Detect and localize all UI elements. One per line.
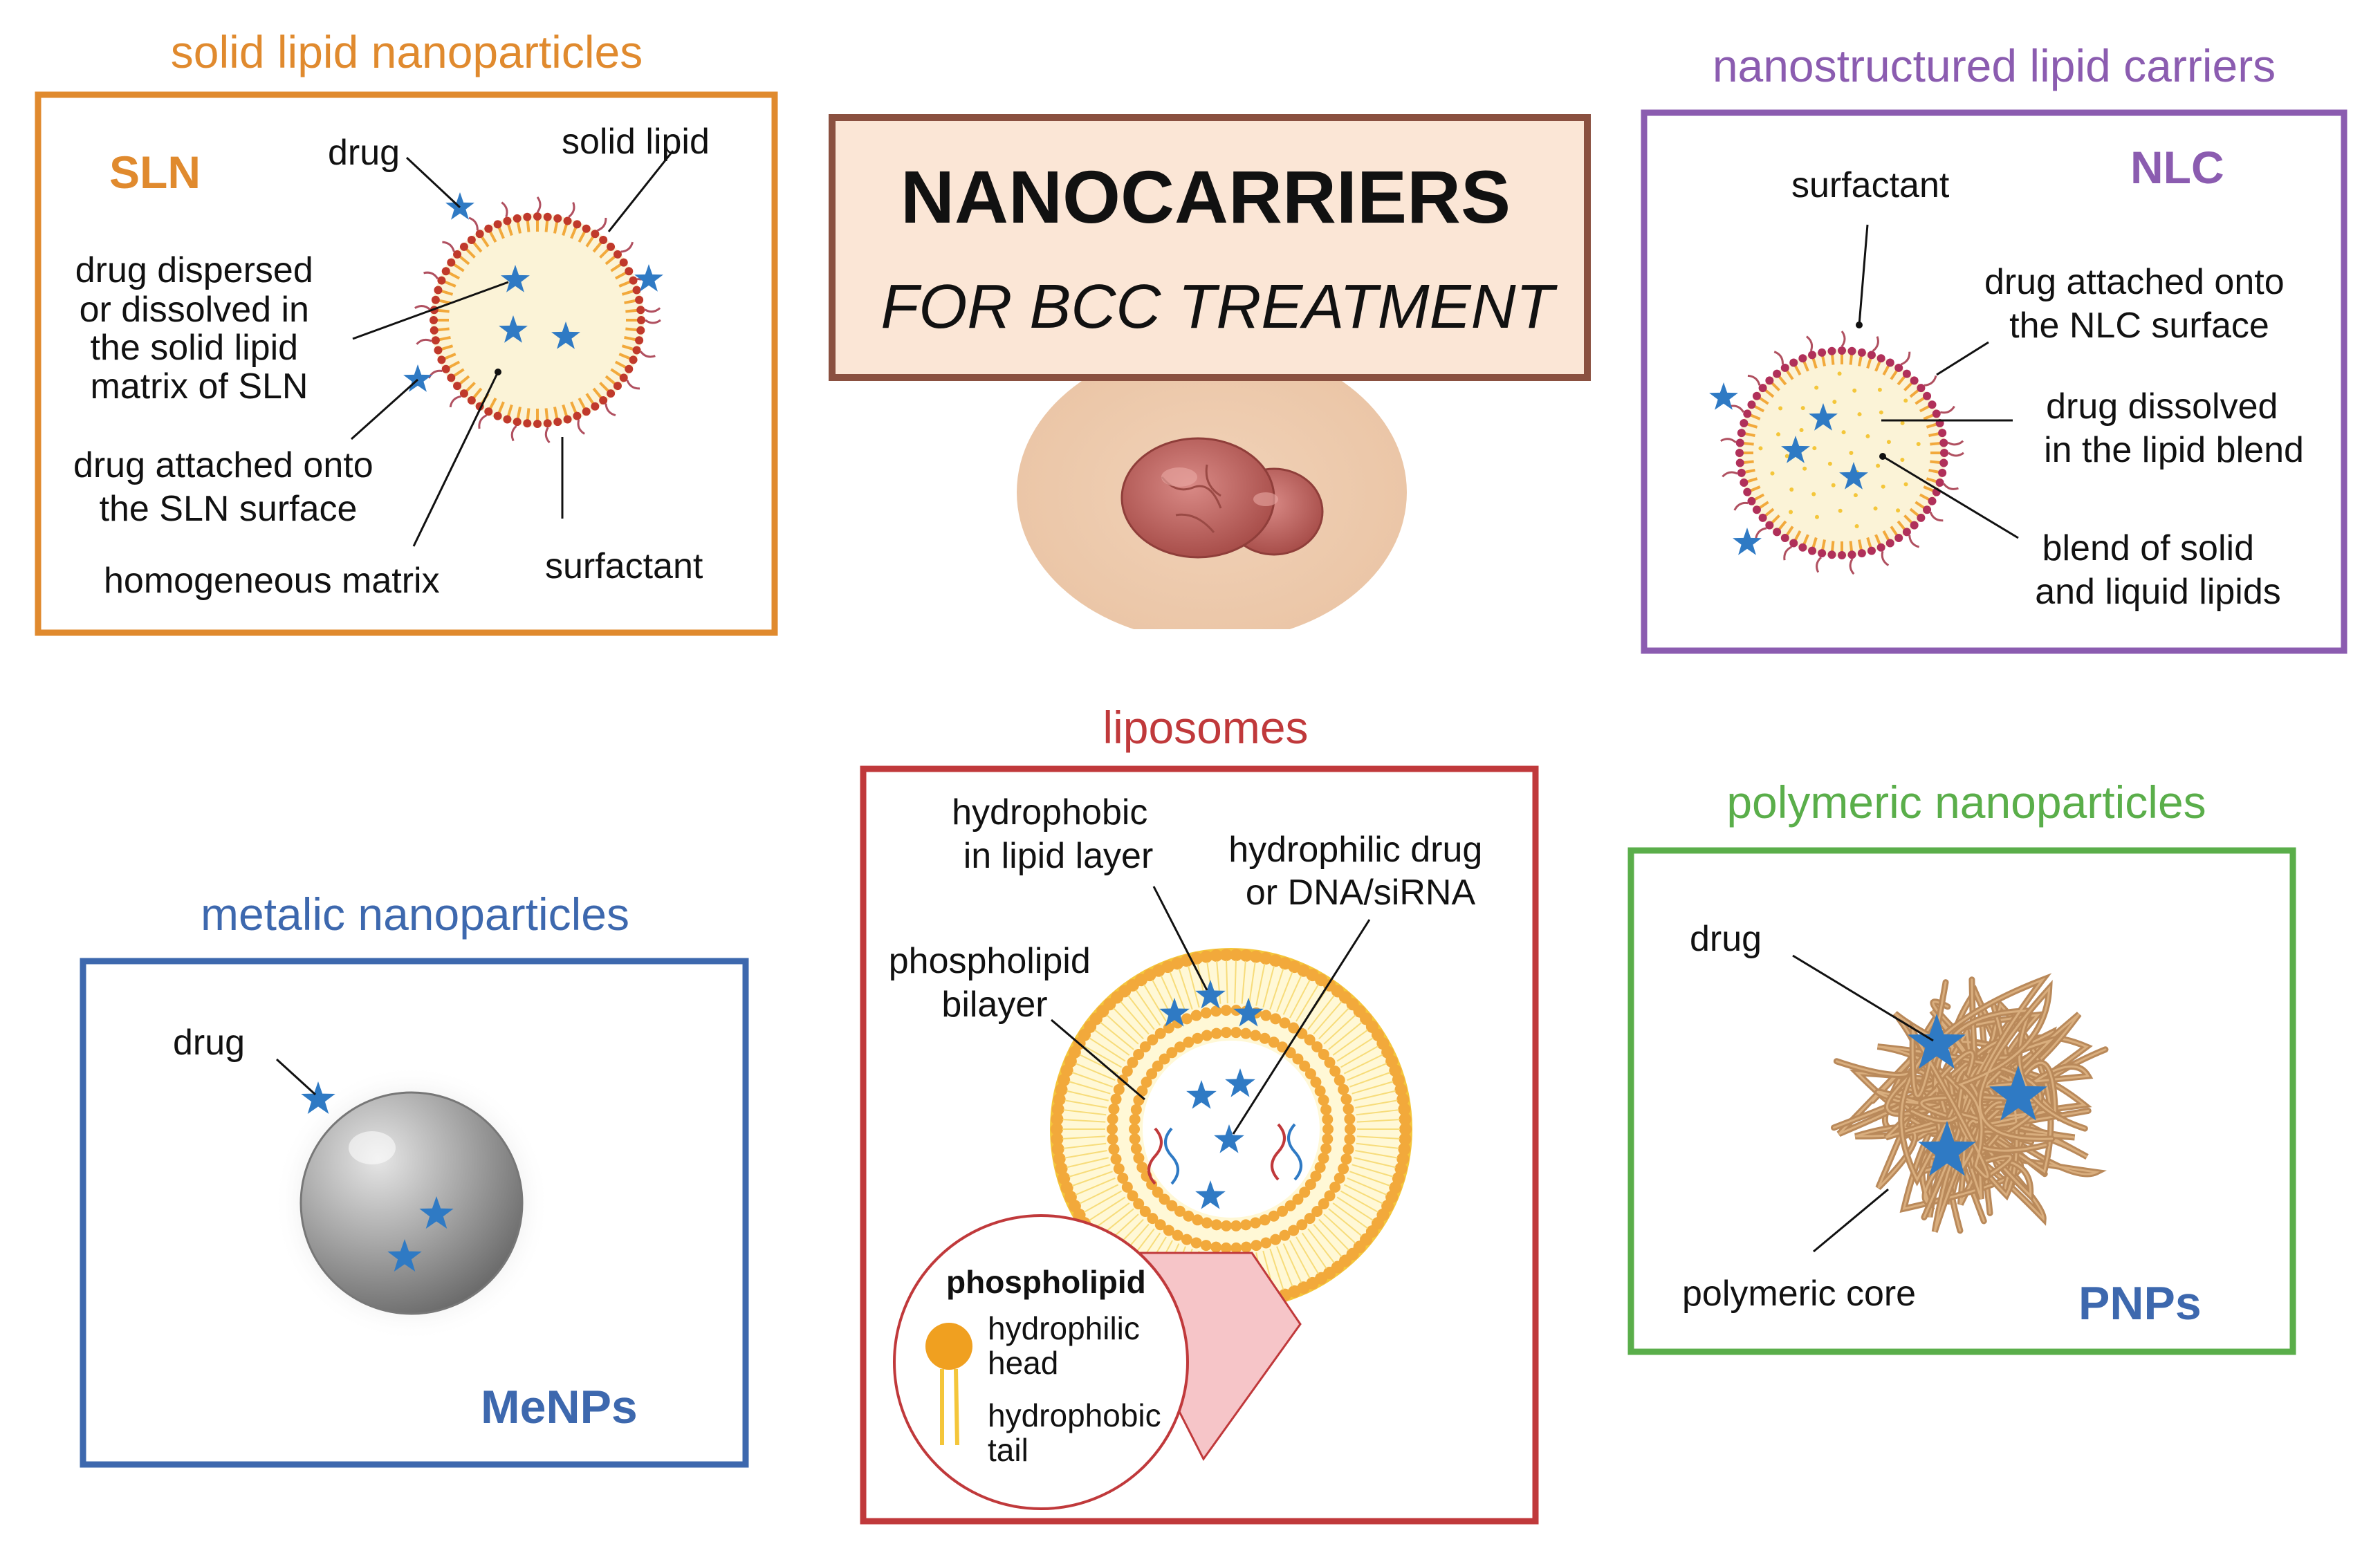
nlc-blend-label: blend of solid and liquid lipids xyxy=(2035,528,2281,612)
sln-drug-label: drug xyxy=(328,133,400,173)
title-box xyxy=(829,114,1591,381)
metal-panel: metalic nanoparticles drug MeNPs xyxy=(80,889,749,1468)
title-main: NANOCARRIERS xyxy=(901,155,1511,239)
polymer-coil xyxy=(1830,973,2109,1234)
poly-drug-label: drug xyxy=(1690,919,1762,959)
metal-box xyxy=(80,958,749,1468)
phospholipid-head-icon xyxy=(925,1323,972,1370)
sln-attached-label: drug attached onto the SLN surface xyxy=(73,445,383,529)
lipo-heading: liposomes xyxy=(1103,702,1308,753)
metal-heading: metalic nanoparticles xyxy=(201,889,629,940)
nlc-membrane xyxy=(1720,331,1964,575)
sln-dispersed-label: drug dispersed or dissolved in the solid… xyxy=(75,250,323,407)
metal-sphere xyxy=(299,1091,524,1315)
dna-helix-right xyxy=(1271,1123,1302,1181)
nlc-surfactant-label: surfactant xyxy=(1791,165,1950,205)
lipo-hydrophilic-label: hydrophilic drug or DNA/siRNA xyxy=(1228,830,1493,913)
sln-leader-lines xyxy=(350,150,674,547)
sln-particle xyxy=(403,192,663,444)
nlc-heading: nanostructured lipid carriers xyxy=(1713,40,2276,91)
nlc-dissolved-label: drug dissolved in the lipid blend xyxy=(2044,387,2304,470)
sln-solid-lipid-label: solid lipid xyxy=(562,122,710,162)
poly-heading: polymeric nanoparticles xyxy=(1726,776,2206,828)
title-block: NANOCARRIERS FOR BCC TREATMENT xyxy=(829,114,1591,629)
poly-abbr: PNPs xyxy=(2078,1277,2202,1330)
lipo-box xyxy=(860,765,1539,1525)
sln-surfactant-label: surfactant xyxy=(545,546,703,586)
poly-box xyxy=(1627,847,2296,1355)
title-subtitle: FOR BCC TREATMENT xyxy=(880,272,1558,342)
sln-matrix-label: homogeneous matrix xyxy=(104,561,440,601)
lipo-hydrophobic-label: hydrophobic in lipid layer xyxy=(952,792,1158,876)
liposome-panel: liposomes xyxy=(860,702,1539,1525)
sln-membrane xyxy=(414,196,661,444)
nlc-attached-label: drug attached onto the NLC surface xyxy=(1984,262,2294,346)
sln-panel: solid lipid nanoparticles SLN drug solid… xyxy=(35,26,778,636)
inset-tail-label: hydrophobic tail xyxy=(988,1397,1170,1468)
lipo-leader-lines xyxy=(1051,886,1371,1135)
inner-leaflet xyxy=(1129,1027,1334,1231)
inset-title: phospholipid xyxy=(946,1264,1146,1300)
nlc-box xyxy=(1641,109,2347,654)
sln-abbr: SLN xyxy=(109,147,201,198)
sln-box xyxy=(35,91,778,636)
bcc-lesion-illustration xyxy=(1120,437,1324,559)
dna-helix-left xyxy=(1147,1127,1179,1185)
sln-heading: solid lipid nanoparticles xyxy=(171,26,643,77)
poly-core-label: polymeric core xyxy=(1682,1274,1916,1314)
inset-head-label: hydrophilic head xyxy=(988,1310,1149,1381)
liposome-particle xyxy=(1050,948,1412,1310)
nlc-panel: nanostructured lipid carriers NLC surfac… xyxy=(1641,40,2347,654)
metal-leader-line xyxy=(275,1058,317,1096)
phospholipid-inset xyxy=(893,1214,1189,1510)
poly-leader-lines xyxy=(1792,954,1934,1253)
metal-drug-label: drug xyxy=(173,1023,245,1063)
nlc-leader-lines xyxy=(1858,224,2019,539)
nlc-lipid-blend xyxy=(1758,371,1921,528)
polymeric-panel: polymeric nanoparticles drug polymeric c… xyxy=(1627,776,2296,1355)
lipo-bilayer-label: phospholipid bilayer xyxy=(889,941,1100,1025)
nlc-abbr: NLC xyxy=(2130,142,2224,193)
nlc-particle xyxy=(1709,331,1964,575)
metal-abbr: MeNPs xyxy=(481,1381,638,1433)
